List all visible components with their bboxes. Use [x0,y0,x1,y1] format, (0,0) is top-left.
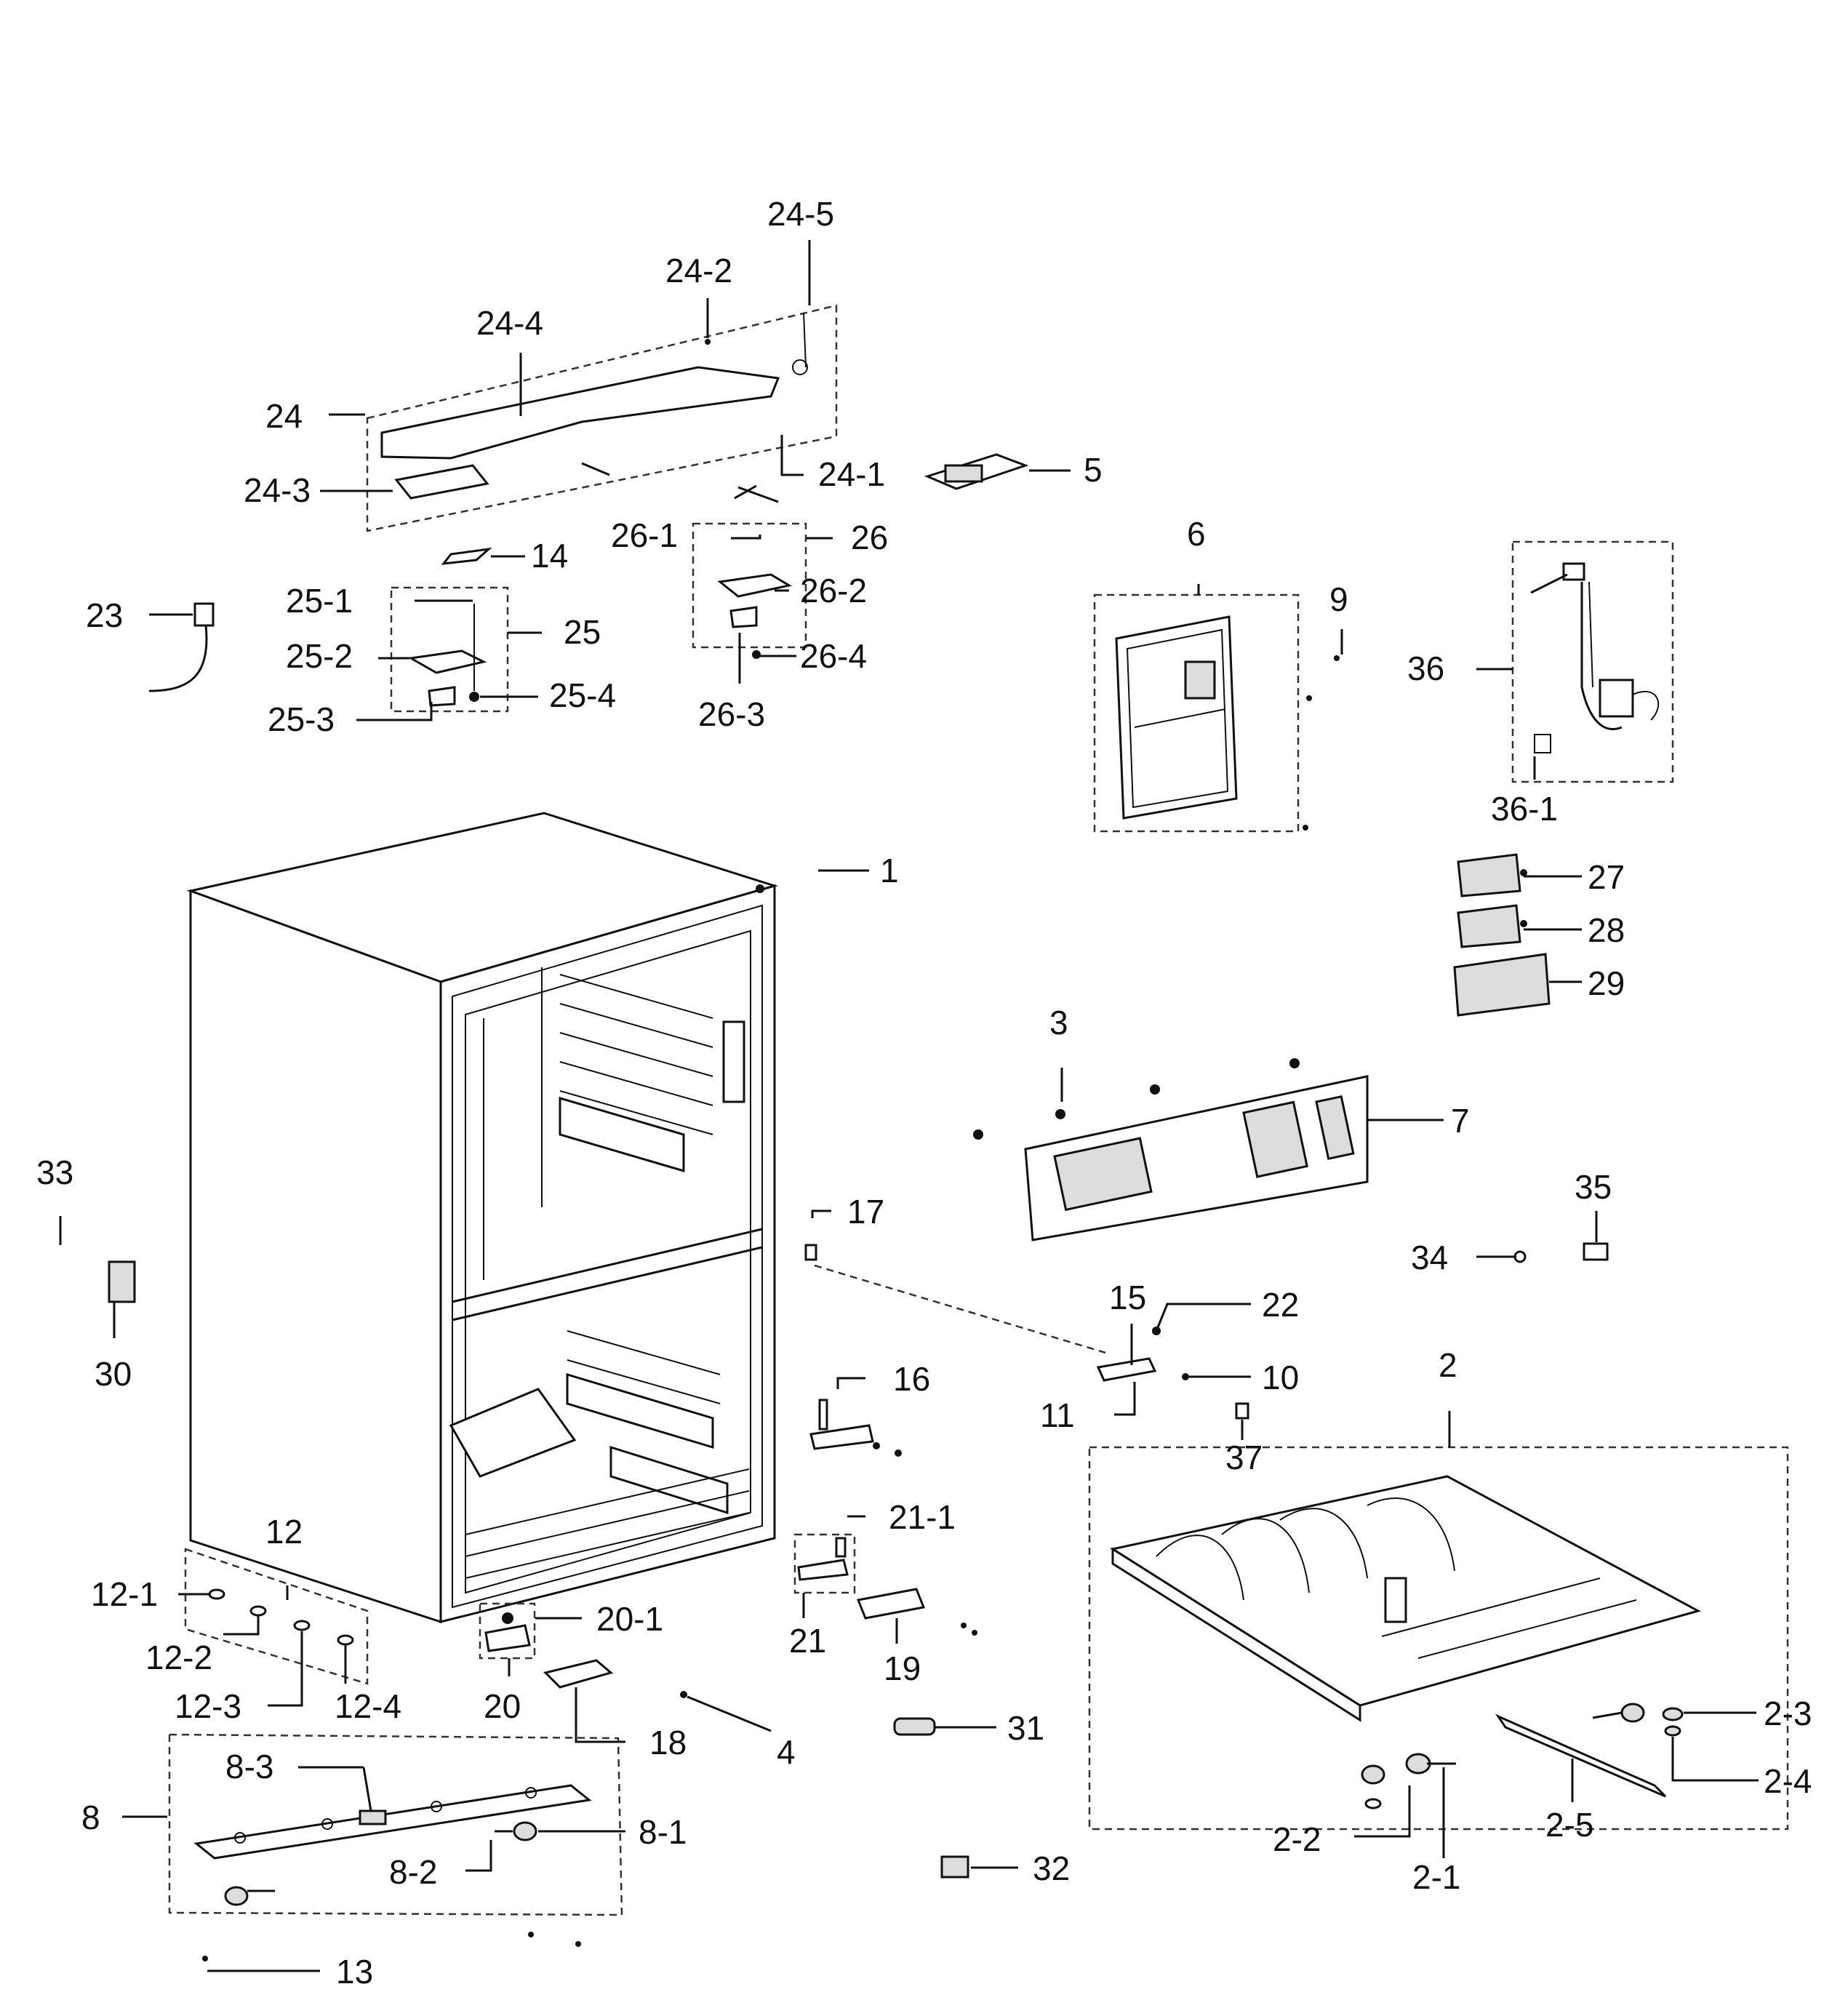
label-29: 29 [1588,964,1625,1002]
hinge-part-16 [809,1399,902,1457]
power-cord-part-23 [148,602,215,692]
label-22: 22 [1262,1286,1299,1324]
label-8-3: 8-3 [225,1748,273,1785]
part-18 [543,1659,614,1689]
part-labels: 24-5 24-2 24-4 24 24-3 24-1 5 14 26-1 26… [36,195,1812,1991]
label-26: 26 [851,519,888,556]
panel-part-6 [1093,593,1340,833]
part-4 [680,1691,687,1698]
base-assembly-part-2 [1088,1446,1789,1831]
label-27: 27 [1588,858,1625,896]
label-19: 19 [884,1649,921,1687]
label-6: 6 [1187,515,1206,553]
label-12-2: 12-2 [145,1639,212,1676]
label-8-2: 8-2 [389,1853,437,1891]
label-25-2: 25-2 [286,637,353,675]
part-14 [441,547,492,565]
label-13: 13 [336,1953,373,1991]
label-2: 2 [1439,1346,1457,1384]
label-24-1: 24-1 [818,455,885,493]
part-37 [1235,1402,1249,1420]
label-8: 8 [81,1799,100,1836]
part-19 [856,1588,977,1636]
leader-lines [113,240,1759,1972]
label-17: 17 [847,1193,884,1231]
board-part-27 [1457,853,1527,897]
label-1: 1 [880,852,899,889]
label-21: 21 [789,1622,826,1660]
part-32 [940,1855,969,1879]
label-21-1: 21-1 [889,1498,956,1536]
top-cover-part-24 [366,304,838,532]
label-10: 10 [1262,1359,1299,1396]
label-12-3: 12-3 [175,1687,241,1725]
label-2-4: 2-4 [1764,1762,1812,1800]
label-32: 32 [1033,1849,1070,1887]
hinge-part-20 [479,1602,536,1660]
label-24-4: 24-4 [476,304,543,342]
label-35: 35 [1575,1168,1612,1206]
bracket-part-15 [1096,1327,1189,1382]
label-2-1: 2-1 [1412,1858,1460,1896]
part-34 [1513,1250,1527,1263]
label-26-2: 26-2 [800,572,867,609]
label-8-1: 8-1 [639,1813,687,1851]
label-3: 3 [1049,1004,1068,1041]
label-23: 23 [86,596,123,634]
label-36: 36 [1407,649,1444,687]
part-17 [804,1244,817,1261]
board-part-28 [1457,904,1527,948]
label-25-1: 25-1 [286,582,353,620]
label-30: 30 [95,1355,132,1393]
part-5 [924,453,1029,490]
part-31 [893,1717,936,1736]
board-part-29 [1453,953,1551,1017]
label-20-1: 20-1 [596,1600,663,1638]
label-26-1: 26-1 [611,516,678,554]
label-18: 18 [649,1724,687,1761]
label-33: 33 [36,1153,73,1191]
label-12-4: 12-4 [335,1687,401,1725]
label-24-5: 24-5 [767,195,834,233]
label-25: 25 [564,613,601,651]
label-12: 12 [265,1513,303,1551]
label-26-4: 26-4 [800,637,867,675]
label-20: 20 [484,1687,521,1725]
label-5: 5 [1084,451,1103,489]
label-24: 24 [265,397,303,435]
label-16: 16 [893,1360,930,1398]
label-2-5: 2-5 [1545,1806,1593,1844]
label-25-4: 25-4 [549,676,616,714]
label-37: 37 [1225,1439,1263,1476]
label-7: 7 [1451,1102,1470,1140]
label-15: 15 [1109,1279,1146,1316]
hinge-part-21 [793,1533,856,1594]
label-24-3: 24-3 [244,471,311,509]
label-34: 34 [1411,1239,1448,1276]
label-11: 11 [1040,1396,1075,1434]
label-28: 28 [1588,911,1625,949]
label-4: 4 [777,1733,796,1771]
hinge-part-26 [692,522,807,659]
label-9: 9 [1329,580,1348,618]
base-plate-part-8 [168,1733,623,1961]
wiring-part-36 [1511,540,1674,783]
label-12-1: 12-1 [91,1575,158,1613]
label-36-1: 36-1 [1491,790,1558,828]
label-31: 31 [1007,1709,1044,1747]
rear-cover-part-7 [973,1058,1369,1241]
label-26-3: 26-3 [698,695,765,733]
label-14: 14 [531,537,568,575]
hinge-part-25 [390,586,509,713]
label-2-2: 2-2 [1273,1820,1321,1858]
part-35 [1583,1242,1609,1261]
label-2-3: 2-3 [1764,1695,1812,1732]
label-24-2: 24-2 [665,252,732,289]
part-30 [108,1260,136,1303]
label-25-3: 25-3 [268,700,335,738]
cabinet-part-1 [186,812,779,1624]
